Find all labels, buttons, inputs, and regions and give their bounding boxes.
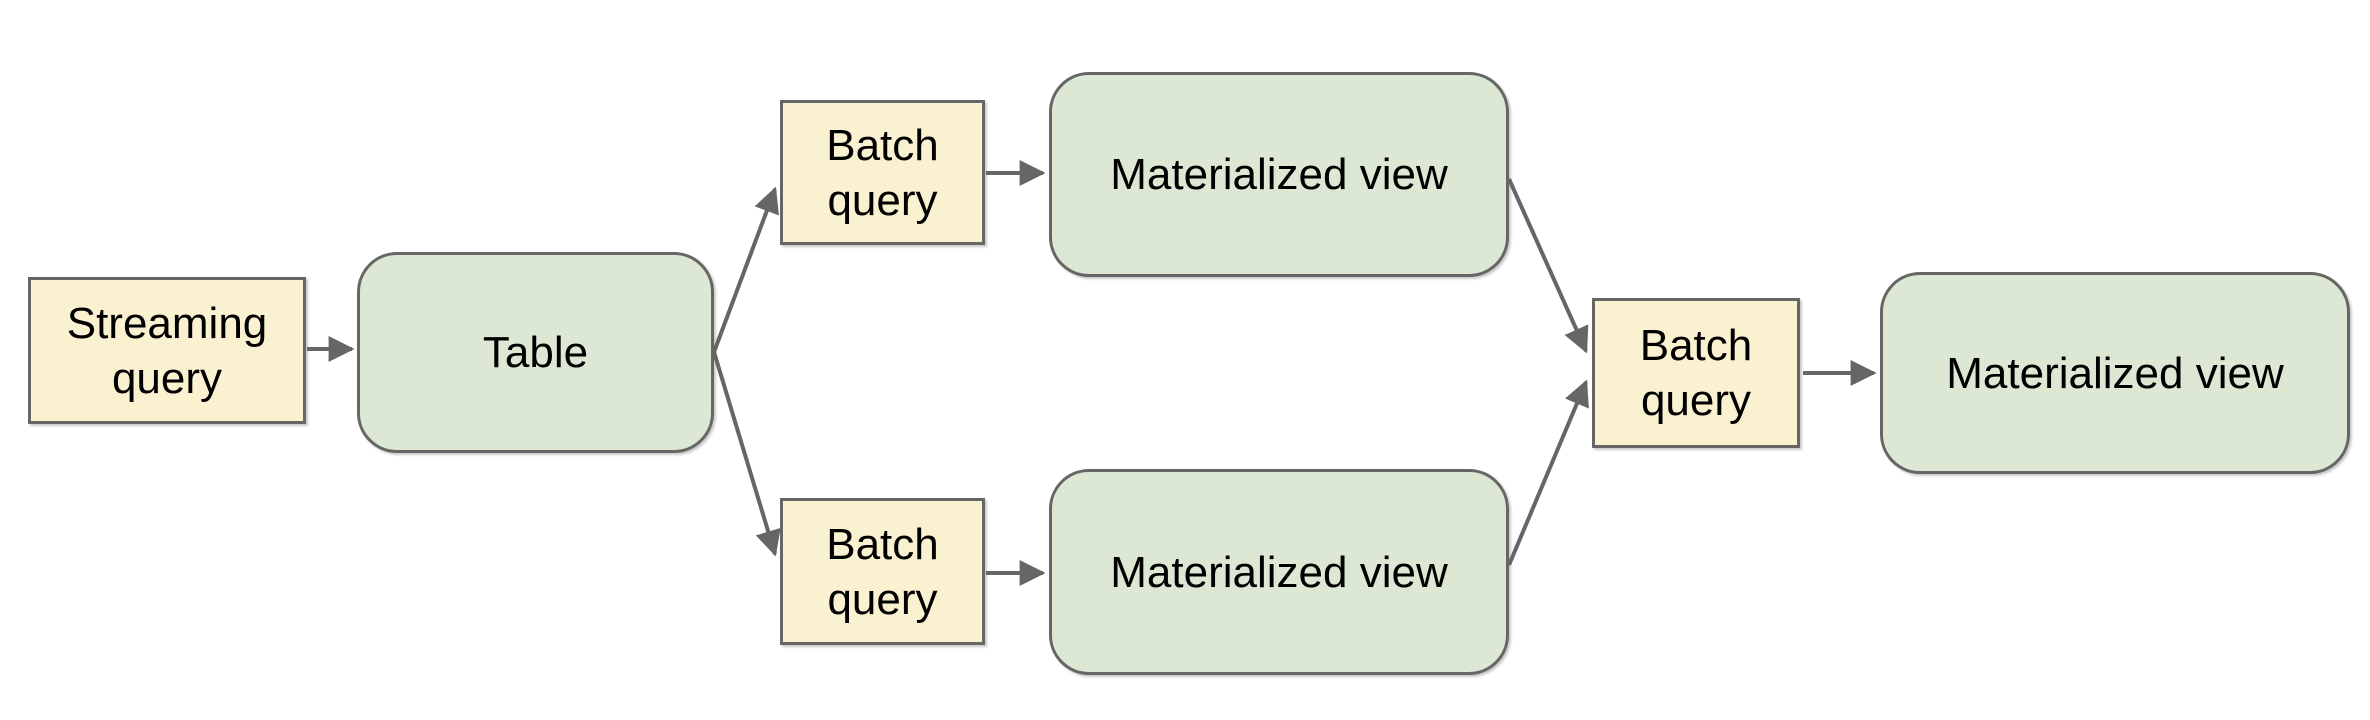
node-batch-query-bottom: Batch query <box>780 498 985 645</box>
node-batch-query-right-label: Batch query <box>1639 321 1753 425</box>
node-batch-query-bottom-label: Batch query <box>826 519 939 624</box>
node-materialized-view-bottom: Materialized view <box>1049 469 1509 675</box>
node-materialized-view-right: Materialized view <box>1880 272 2350 474</box>
node-batch-query-top-label: Batch query <box>826 120 939 225</box>
node-materialized-view-bottom-label: Materialized view <box>1110 547 1448 597</box>
node-batch-query-top: Batch query <box>780 100 985 245</box>
edge-table-to-batch-query-top <box>712 186 779 353</box>
node-materialized-view-top-label: Materialized view <box>1110 150 1448 199</box>
edge-mv-top-to-batch-query-right <box>1507 178 1589 354</box>
edge-table-to-batch-query-bottom <box>712 351 781 557</box>
edge-mv-bottom-to-batch-query-right <box>1507 379 1589 566</box>
node-materialized-view-top: Materialized view <box>1049 72 1509 277</box>
node-table-label: Table <box>482 328 589 377</box>
node-streaming-query-label: Streaming query <box>66 298 268 403</box>
node-streaming-query: Streaming query <box>28 277 306 424</box>
node-materialized-view-right-label: Materialized view <box>1946 348 2284 398</box>
node-table: Table <box>357 252 714 453</box>
node-batch-query-right: Batch query <box>1592 298 1800 448</box>
